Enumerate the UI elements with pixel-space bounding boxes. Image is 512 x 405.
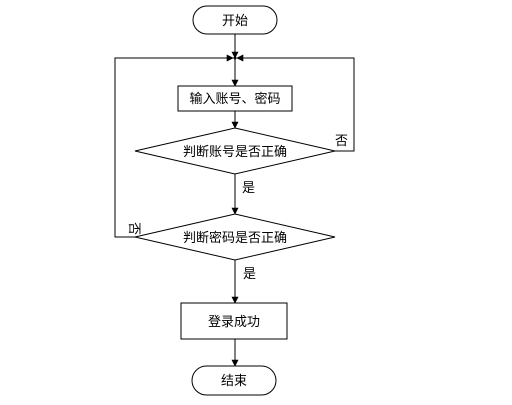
- input-label: 输入账号、密码: [189, 91, 280, 107]
- start-label: 开始: [222, 14, 248, 29]
- account-check-node: 判断账号是否正确: [134, 127, 336, 175]
- edge-account-no-loop: [236, 54, 355, 152]
- password-yes-label: 是: [243, 267, 256, 282]
- edge-password-no-loop: [114, 54, 234, 238]
- start-node: 开始: [192, 5, 278, 35]
- success-node: 登录成功: [180, 302, 288, 340]
- password-check-node: 判断密码是否正确: [134, 213, 336, 261]
- end-label: 结束: [221, 374, 247, 389]
- end-node: 结束: [191, 365, 277, 396]
- account-check-label: 判断账号是否正确: [183, 145, 287, 160]
- password-check-label: 判断密码是否正确: [183, 230, 287, 246]
- account-no-label: 否: [335, 134, 348, 149]
- input-node: 输入账号、密码: [177, 85, 293, 112]
- password-no-label: 否: [126, 222, 141, 235]
- success-label: 登录成功: [208, 315, 260, 330]
- account-yes-label: 是: [242, 181, 255, 196]
